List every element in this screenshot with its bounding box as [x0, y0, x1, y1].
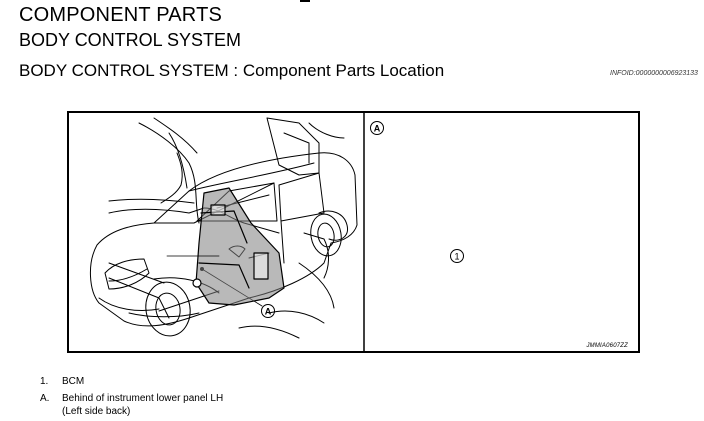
section-title: BODY CONTROL SYSTEM : Component Parts Lo…: [19, 61, 445, 80]
legend-key: 1.: [40, 376, 49, 387]
bcm-unit: [166, 187, 285, 306]
legend: 1. BCM A. Behind of instrument lower pan…: [40, 375, 223, 418]
detail-illustration: [108, 117, 348, 339]
legend-key: A.: [40, 393, 50, 404]
legend-text: BCM: [62, 376, 85, 387]
callout-1-label: 1: [454, 252, 459, 262]
legend-text: Behind of instrument lower panel LH (Lef…: [62, 393, 224, 417]
callout-a-left-label: A: [265, 307, 272, 317]
callout-a-left: A: [261, 304, 275, 318]
legend-item: 1. BCM: [40, 375, 223, 388]
info-id: INFOID:0000000006923133: [610, 70, 698, 77]
callout-a-right: A: [370, 121, 384, 135]
legend-item: A. Behind of instrument lower panel LH (…: [40, 392, 223, 418]
callout-1: 1: [450, 249, 464, 263]
callout-a-right-label: A: [374, 124, 381, 134]
top-rule: [300, 0, 310, 2]
system-title: BODY CONTROL SYSTEM: [19, 30, 242, 50]
figure-code: JMMIA0607ZZ: [586, 343, 628, 349]
component-location-figure: A: [67, 111, 640, 353]
page-title: COMPONENT PARTS: [19, 4, 223, 26]
